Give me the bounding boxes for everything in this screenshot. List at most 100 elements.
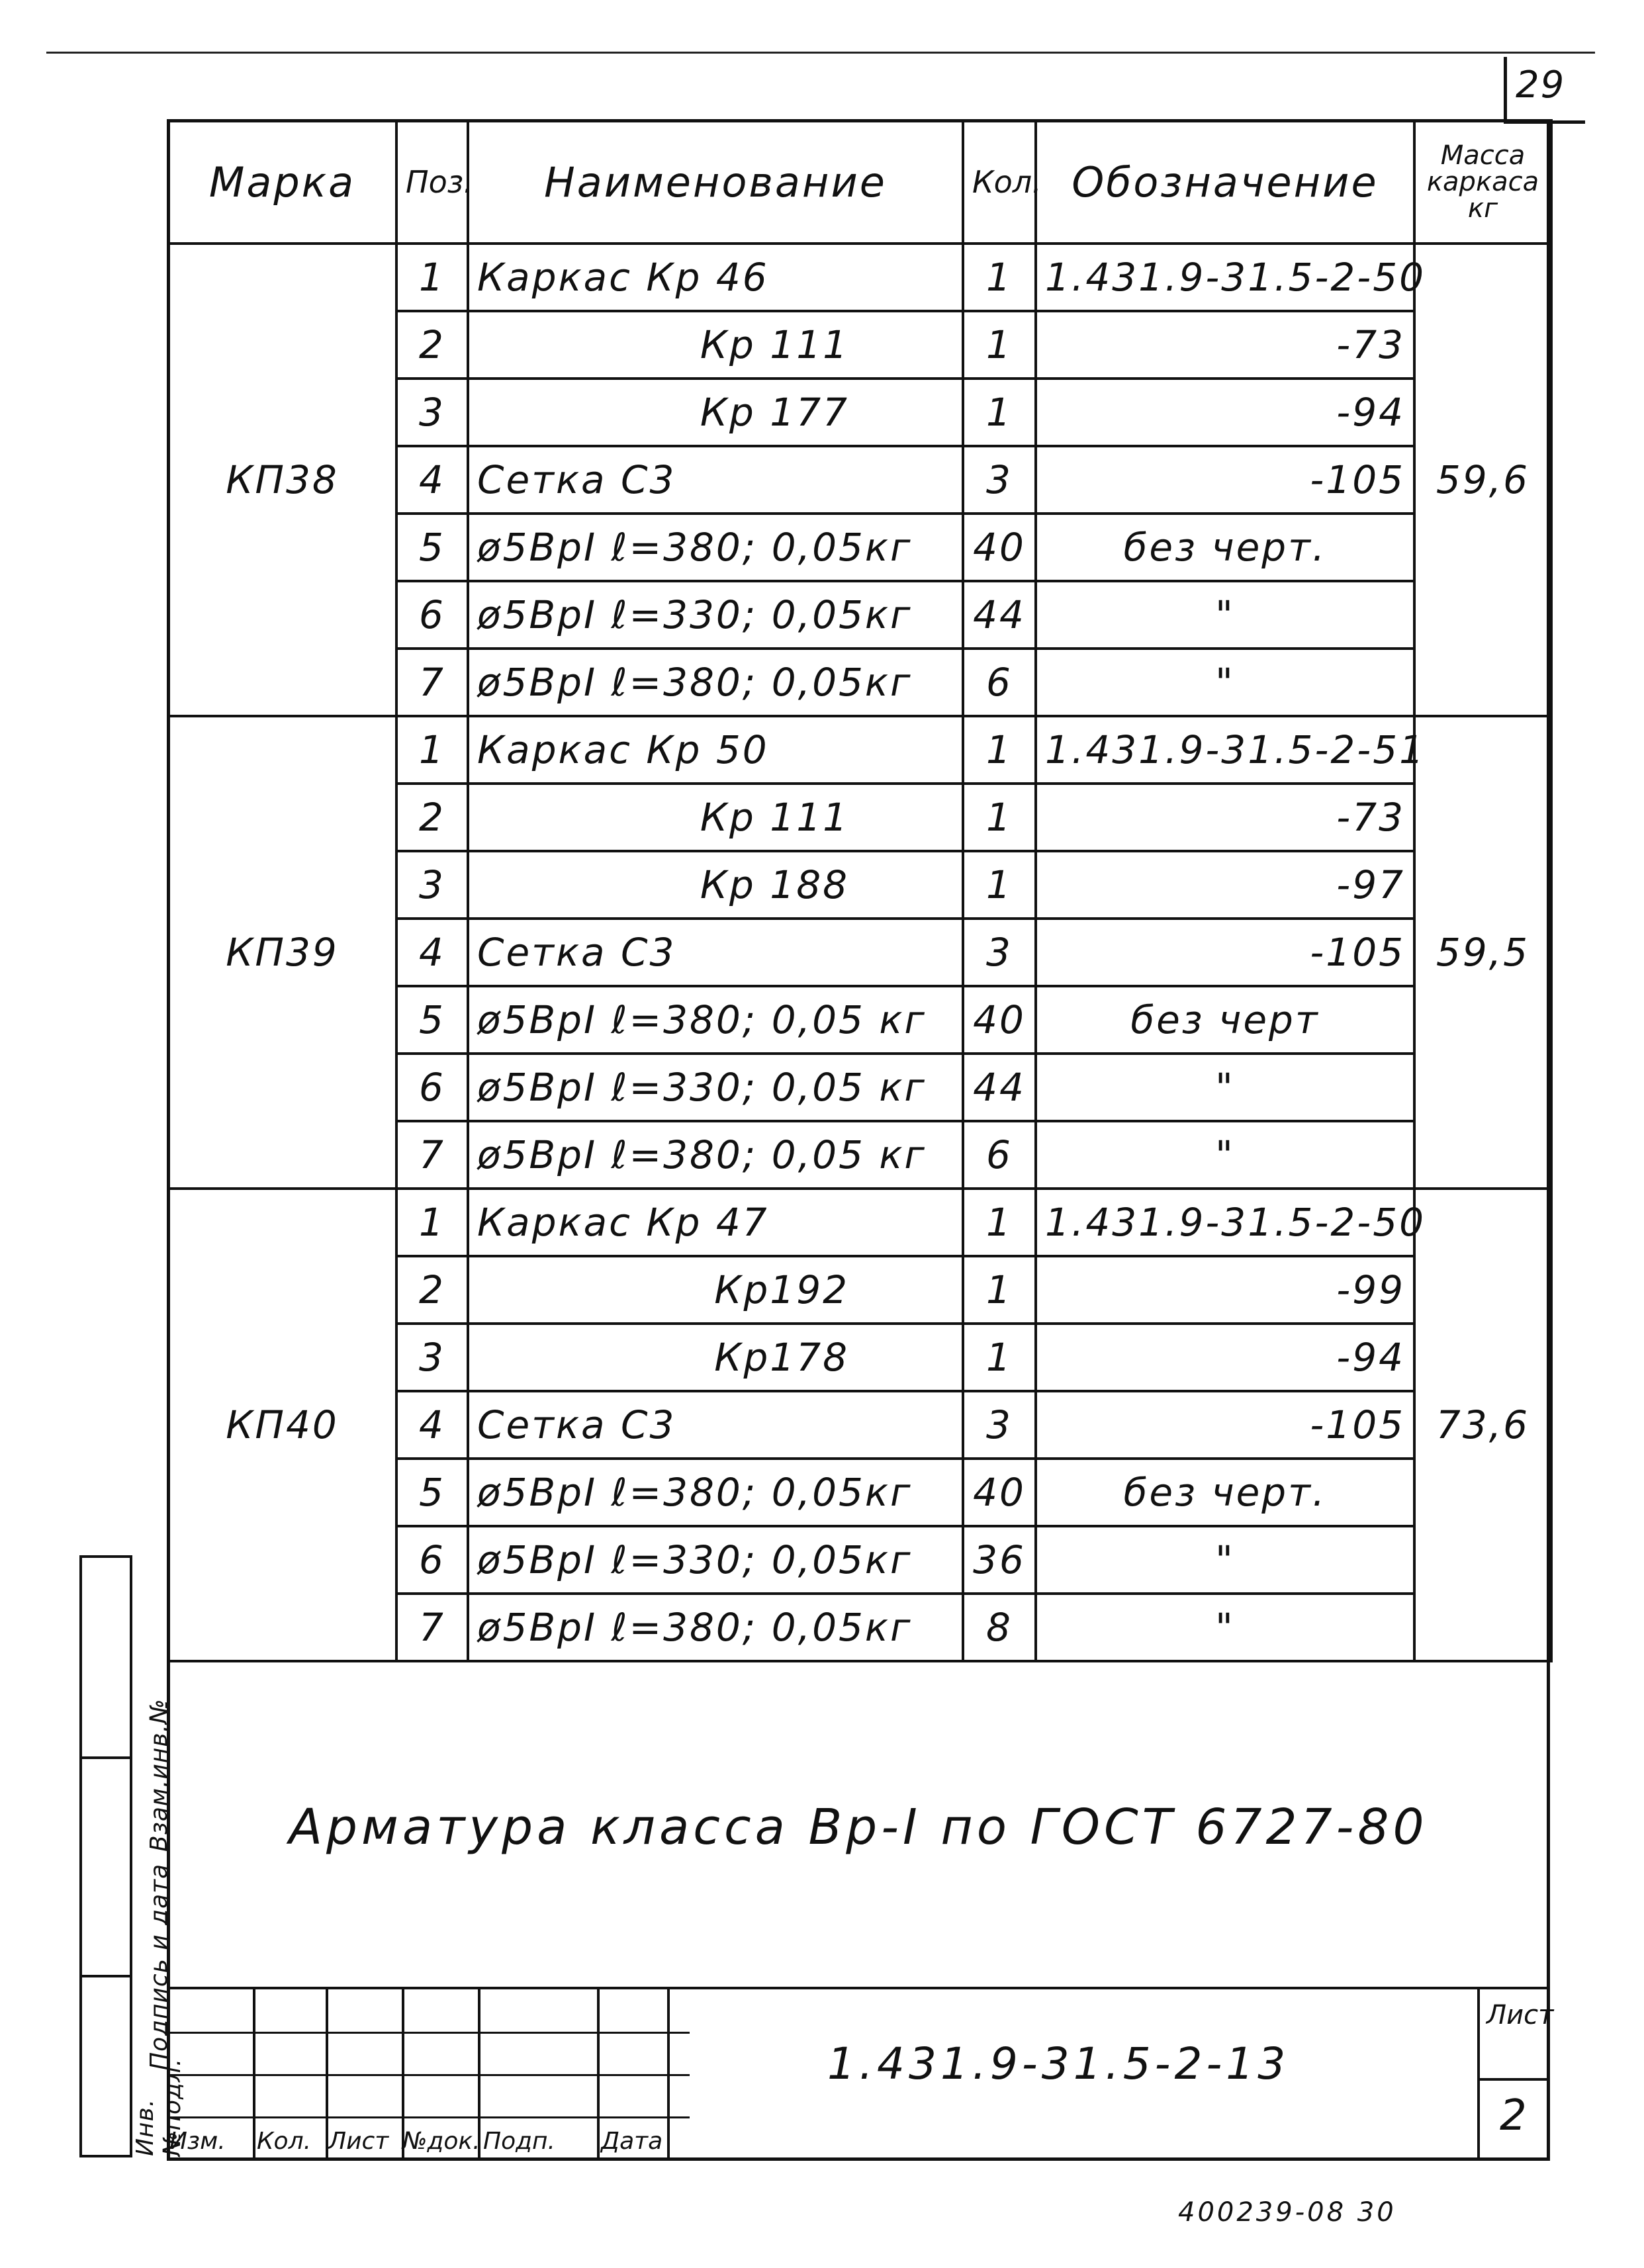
title-block-top-line <box>167 1987 1550 1989</box>
designation-cell: 1.431.9-31.5-2-51 <box>1034 715 1424 785</box>
sidebar-label-replaced: Взам.инв.№ <box>145 1698 173 1852</box>
qty-cell: 1 <box>962 310 1037 380</box>
sidebar-divider <box>82 1756 130 1759</box>
designation-cell: без черт. <box>1034 1457 1416 1527</box>
name-cell: Кр 177 <box>467 377 964 447</box>
qty-cell: 8 <box>962 1592 1037 1662</box>
qty-cell: 1 <box>962 242 1037 312</box>
qty-cell: 1 <box>962 1322 1037 1392</box>
designation-cell: " <box>1034 1592 1416 1662</box>
name-cell: Кр 188 <box>467 850 964 920</box>
designation-cell: " <box>1034 647 1416 717</box>
mass-header-line1: Масса <box>1440 140 1526 171</box>
designation-cell: -94 <box>1034 1322 1416 1392</box>
name-cell: Каркас Кр 50 <box>467 715 964 785</box>
name-cell: Кр192 <box>467 1255 964 1325</box>
corner-sheet-number: 29 <box>1516 64 1566 107</box>
pos-cell: 2 <box>395 1255 469 1325</box>
top-rule <box>46 52 1595 54</box>
designation-cell: -105 <box>1034 917 1416 987</box>
specification-table: Марка Поз. Наименование Кол. Обозначение… <box>167 119 1553 1662</box>
stamp-label-change: Изм. <box>169 2128 226 2155</box>
pos-cell: 7 <box>395 647 469 717</box>
stamp-label-qty: Кол. <box>257 2128 312 2155</box>
pos-cell: 3 <box>395 377 469 447</box>
grid-line <box>253 1989 255 2158</box>
name-cell: ø5ВрI ℓ=380; 0,05кг <box>467 1457 964 1527</box>
col-header-name: Наименование <box>467 119 964 245</box>
designation-cell: 1.431.9-31.5-2-50 <box>1034 242 1424 312</box>
designation-cell: без черт. <box>1034 512 1416 582</box>
designation-cell: -94 <box>1034 377 1416 447</box>
qty-cell: 40 <box>962 985 1037 1055</box>
qty-cell: 3 <box>962 1390 1037 1460</box>
col-header-qty: Кол. <box>962 119 1042 245</box>
sidebar-label-inventory: Инв.№подл. <box>132 2058 186 2156</box>
qty-cell: 44 <box>962 580 1037 650</box>
designation-cell: " <box>1034 580 1416 650</box>
name-cell: Каркас Кр 47 <box>467 1187 964 1257</box>
sheet-cell-midline <box>1477 2078 1550 2081</box>
qty-cell: 40 <box>962 1457 1037 1527</box>
designation-cell: -73 <box>1034 782 1416 852</box>
stamp-label-sheet: Лист <box>328 2128 389 2155</box>
pos-cell: 6 <box>395 1525 469 1595</box>
designation-cell: 1.431.9-31.5-2-50 <box>1034 1187 1424 1257</box>
designation-cell: " <box>1034 1525 1416 1595</box>
qty-cell: 1 <box>962 377 1037 447</box>
name-cell: ø5ВрI ℓ=380; 0,05 кг <box>467 1120 964 1190</box>
name-cell: ø5ВрI ℓ=380; 0,05кг <box>467 512 964 582</box>
grid-line <box>402 1989 404 2158</box>
name-cell: ø5ВрI ℓ=380; 0,05кг <box>467 647 964 717</box>
name-cell: ø5ВрI ℓ=330; 0,05кг <box>467 1525 964 1595</box>
grid-line <box>167 2116 690 2118</box>
pos-cell: 4 <box>395 445 469 515</box>
designation-cell: -105 <box>1034 1390 1416 1460</box>
name-cell: ø5ВрI ℓ=380; 0,05кг <box>467 1592 964 1662</box>
name-cell: ø5ВрI ℓ=380; 0,05 кг <box>467 985 964 1055</box>
sidebar-divider <box>82 1975 130 1977</box>
pos-cell: 5 <box>395 512 469 582</box>
pos-cell: 5 <box>395 985 469 1055</box>
pos-cell: 3 <box>395 1322 469 1392</box>
qty-cell: 6 <box>962 647 1037 717</box>
mark-cell: КП40 <box>167 1187 398 1662</box>
qty-cell: 3 <box>962 445 1037 515</box>
sheet-label: Лист <box>1486 2000 1554 2030</box>
name-cell: Сетка С3 <box>467 445 964 515</box>
mark-cell: КП38 <box>167 242 398 717</box>
grid-line <box>167 2074 690 2076</box>
qty-cell: 1 <box>962 1187 1037 1257</box>
pos-cell: 2 <box>395 782 469 852</box>
designation-cell: -73 <box>1034 310 1416 380</box>
grid-line <box>167 2032 690 2034</box>
qty-cell: 1 <box>962 715 1037 785</box>
col-header-mass: Масса каркаса кг <box>1413 119 1553 245</box>
qty-cell: 6 <box>962 1120 1037 1190</box>
pos-cell: 3 <box>395 850 469 920</box>
mass-cell: 59,5 <box>1413 715 1553 1190</box>
revision-grid <box>167 1989 690 2158</box>
qty-cell: 1 <box>962 850 1037 920</box>
col-header-mark: Марка <box>167 119 398 245</box>
qty-cell: 36 <box>962 1525 1037 1595</box>
pos-cell: 7 <box>395 1120 469 1190</box>
archive-number: 400239-08 30 <box>1178 2197 1396 2228</box>
pos-cell: 1 <box>395 242 469 312</box>
